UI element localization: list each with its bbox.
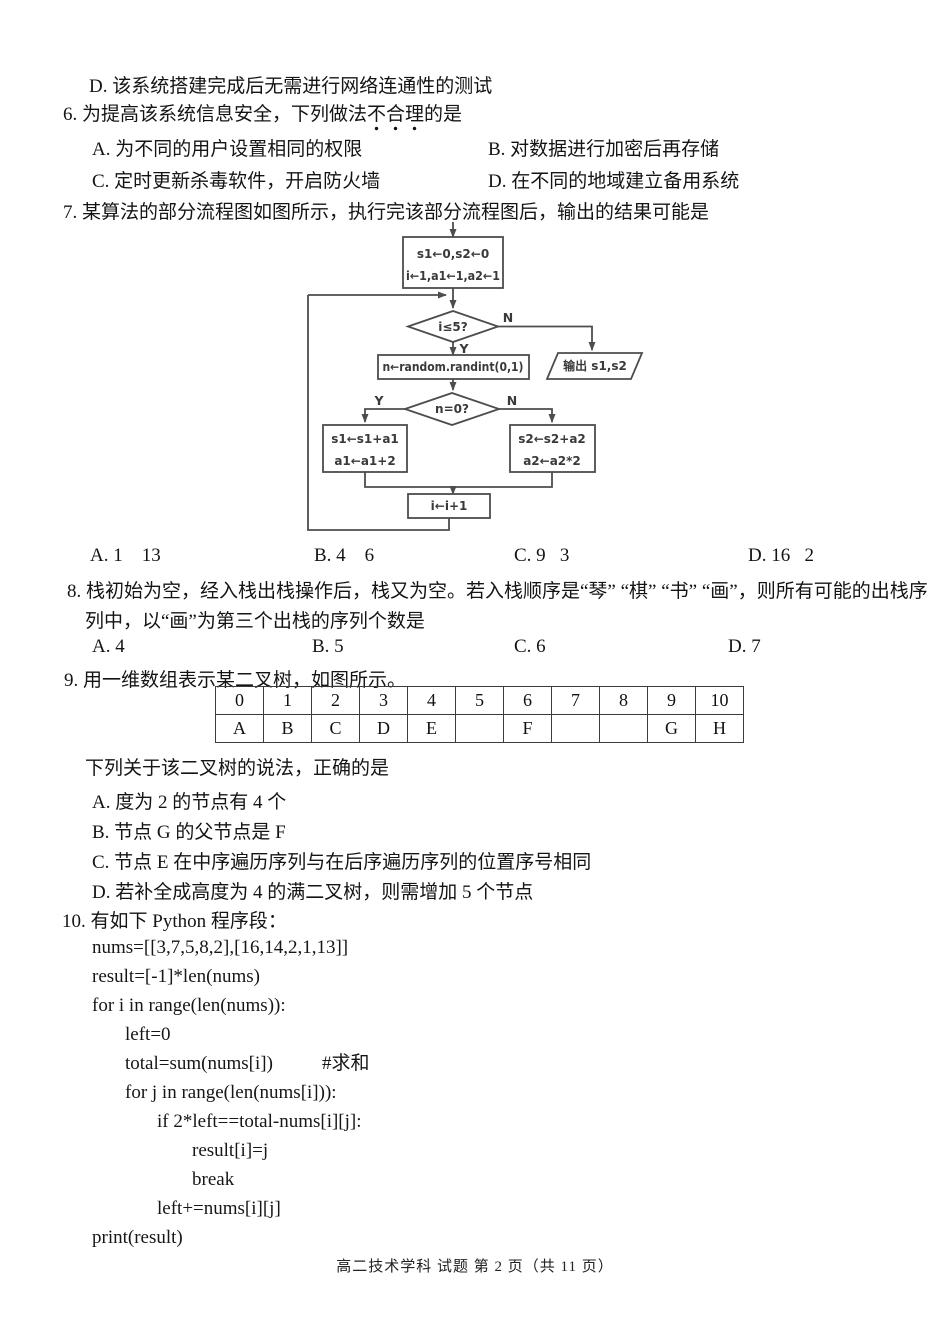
index-cell: 9 [647,686,696,715]
right-box-line2: a2←a2*2 [523,454,581,468]
code-comment: #求和 [322,1053,370,1074]
code-line: result=[-1]*len(nums) [92,966,260,987]
wire-cond2-yes [361,408,405,423]
index-cell: 7 [551,686,600,715]
code-text: total=sum(nums[i]) [125,1053,273,1074]
cond1-yes-label: Y [458,341,469,356]
index-cell: 5 [455,686,504,715]
q10-stem: 10. 有如下 Python 程序段： [62,911,287,932]
q9-option-b: B. 节点 G 的父节点是 F [92,822,286,843]
init-box-line2: i←1,a1←1,a2←1 [406,269,500,283]
q8-option-a: A. 4 [92,636,125,657]
init-box [402,236,504,289]
value-cell: A [215,714,264,743]
cond2-label: n=0? [435,402,469,416]
value-cell: F [503,714,552,743]
output-parallelogram [545,352,644,380]
q6-option-d: D. 在不同的地域建立备用系统 [488,171,740,192]
right-box-line1: s2←s2+a2 [518,432,586,446]
wire-cond2-no [499,408,556,423]
code-line: left=0 [125,1024,171,1045]
q9-option-d: D. 若补全成高度为 4 的满二叉树，则需增加 5 个节点 [92,882,534,903]
cond2-yes-label: Y [373,393,384,408]
cond1-no-label: N [503,310,513,325]
value-cell: C [311,714,360,743]
index-cell: 3 [359,686,408,715]
page-footer: 高二技术学科 试题 第 2 页（共 11 页） [336,1259,614,1275]
code-line: nums=[[3,7,5,8,2],[16,14,2,1,13]] [92,937,349,958]
right-branch-box [509,424,596,473]
wire-loopback [307,295,450,531]
q7-stem: 7. 某算法的部分流程图如图所示，执行完该部分流程图后，输出的结果可能是 [63,202,710,223]
q9-option-c: C. 节点 E 在中序遍历序列与在后序遍历序列的位置序号相同 [92,852,592,873]
q6-option-b: B. 对数据进行加密后再存储 [488,139,720,160]
code-line: break [192,1169,235,1190]
q7-option-a: A. 1 13 [90,545,161,566]
q8-option-d: D. 7 [728,636,761,657]
value-cell: E [407,714,456,743]
q9-option-a: A. 度为 2 的节点有 4 个 [92,792,287,813]
q7-option-c: C. 9 3 [514,545,570,566]
wire-merge [364,472,553,488]
code-line: print(result) [92,1227,183,1248]
code-line: left+=nums[i][j] [157,1198,281,1219]
increment-box [407,493,491,519]
q6-option-a: A. 为不同的用户设置相同的权限 [92,139,363,160]
q8-option-c: C. 6 [514,636,546,657]
q6-stem: 6. 为提高该系统信息安全，下列做法不合理的是 [63,99,463,131]
q8-option-b: B. 5 [312,636,344,657]
q5-option-d: D. 该系统搭建完成后无需进行网络连通性的测试 [89,76,493,97]
code-line: result[i]=j [192,1140,269,1161]
left-box-line2: a1←a1+2 [334,454,395,468]
q9-array-table: 0 1 2 3 4 5 6 7 8 9 10 A B C D E F G H [215,686,744,743]
code-line: if 2*left==total-nums[i][j]: [157,1111,362,1132]
value-cell [599,714,648,743]
q9-stem: 9. 用一维数组表示某二叉树，如图所示。 [64,670,407,691]
code-line: total=sum(nums[i]) #求和 [92,1049,370,1078]
q8-stem-line1: 8. 栈初始为空，经入栈出栈操作后，栈又为空。若入栈顺序是“琴” “棋” “书”… [67,581,928,602]
index-cell: 1 [263,686,312,715]
q6-stem-suffix: 的是 [424,104,463,125]
init-box-line1: s1←0,s2←0 [417,247,489,261]
random-box [377,354,530,380]
index-cell: 10 [695,686,744,715]
cond1-label: i≤5? [438,320,468,334]
value-cell: H [695,714,744,743]
table-row-indices: 0 1 2 3 4 5 6 7 8 9 10 [215,686,744,715]
cond2-diamond [402,392,502,426]
left-box-line1: s1←s1+a1 [331,432,399,446]
value-cell: D [359,714,408,743]
code-line: for j in range(len(nums[i])): [125,1082,337,1103]
table-row-values: A B C D E F G H [215,714,744,743]
value-cell: G [647,714,696,743]
q6-stem-emphasis: 不合理 [367,104,425,131]
index-cell: 0 [215,686,264,715]
value-cell: B [263,714,312,743]
q10-code-block: nums=[[3,7,5,8,2],[16,14,2,1,13]] result… [92,933,370,1252]
q9-sub-stem: 下列关于该二叉树的说法，正确的是 [85,758,390,779]
cond1-diamond [405,310,501,343]
index-cell: 2 [311,686,360,715]
q6-option-c: C. 定时更新杀毒软件，开启防火墙 [92,171,381,192]
q7-option-d: D. 16 2 [748,545,814,566]
cond2-no-label: N [507,393,517,408]
q7-option-b: B. 4 6 [314,545,375,566]
value-cell [455,714,504,743]
index-cell: 4 [407,686,456,715]
random-box-label: n←random.randint(0,1) [383,360,524,374]
value-cell [551,714,600,743]
index-cell: 8 [599,686,648,715]
increment-box-label: i←i+1 [431,499,468,513]
q8-stem-line2: 列中，以“画”为第三个出栈的序列个数是 [85,611,425,632]
wire-cond1-no-to-output [498,325,596,351]
q6-stem-prefix: 6. 为提高该系统信息安全，下列做法 [63,104,368,125]
q7-flowchart: s1←0,s2←0 i←1,a1←1,a2←1 i≤5? Y N n←rando… [307,222,644,531]
left-branch-box [322,424,408,473]
index-cell: 6 [503,686,552,715]
output-box-label: 输出 s1,s2 [563,358,627,373]
code-line: for i in range(len(nums)): [92,995,286,1016]
